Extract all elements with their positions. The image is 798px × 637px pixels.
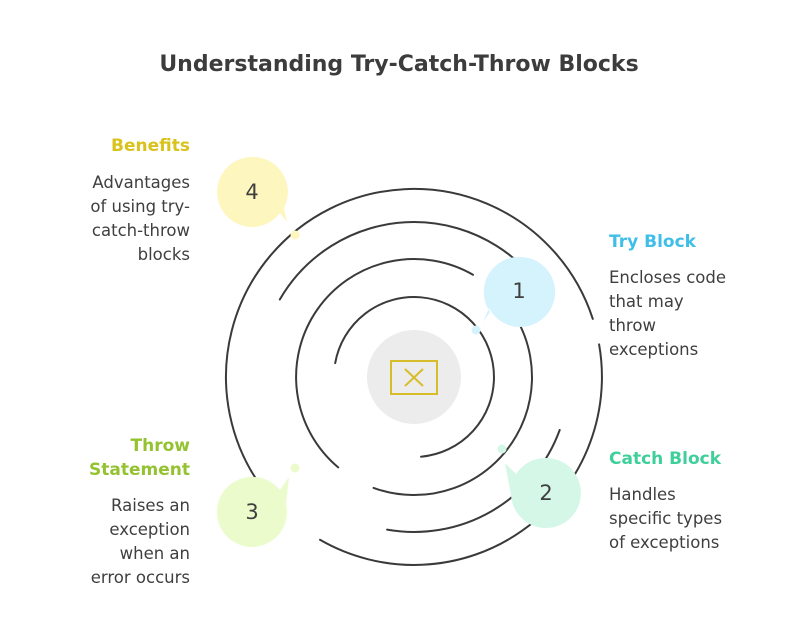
x-box-frame: [390, 360, 438, 395]
ring-arc-3a: [295, 258, 474, 469]
benefits-bubble: [217, 156, 288, 227]
throw-bubble: [216, 476, 289, 547]
throw-number: 3: [245, 500, 258, 524]
throw-statement-marker: 3: [216, 463, 300, 547]
ring-arc-outer-1: [224, 187, 594, 486]
page-title: Understanding Try-Catch-Throw Blocks: [159, 52, 639, 77]
benefits-description: Advantages of using try- catch-throw blo…: [90, 173, 190, 264]
throw-dot: [290, 463, 300, 473]
catch-bubble: [505, 457, 581, 528]
catch-block-label: Catch Block: [609, 449, 722, 469]
x-box-icon: [390, 360, 438, 395]
x-box-stroke-2: [404, 368, 424, 387]
benefits-label: Benefits: [111, 136, 190, 156]
catch-number: 2: [539, 481, 552, 505]
benefits-dot: [290, 230, 300, 240]
ring-arc-2b: [386, 429, 561, 533]
benefits-marker: 4: [217, 156, 300, 240]
catch-dot: [497, 444, 507, 454]
try-block-marker: 1: [471, 256, 556, 335]
ring-arc-outer-2: [319, 343, 603, 566]
try-bubble: [483, 256, 556, 327]
throw-statement-description: Raises an exception when an error occurs: [90, 496, 190, 587]
catch-block-description: Handles specific types of exceptions: [609, 485, 723, 552]
try-dot: [471, 325, 481, 335]
benefits-number: 4: [245, 180, 258, 204]
try-number: 1: [512, 279, 525, 303]
try-block-description: Encloses code that may throw exceptions: [609, 268, 727, 359]
catch-block-marker: 2: [497, 444, 581, 528]
throw-statement-label: Throw Statement: [89, 436, 190, 480]
ring-arc-inner: [334, 296, 495, 458]
try-block-label: Try Block: [609, 232, 696, 252]
